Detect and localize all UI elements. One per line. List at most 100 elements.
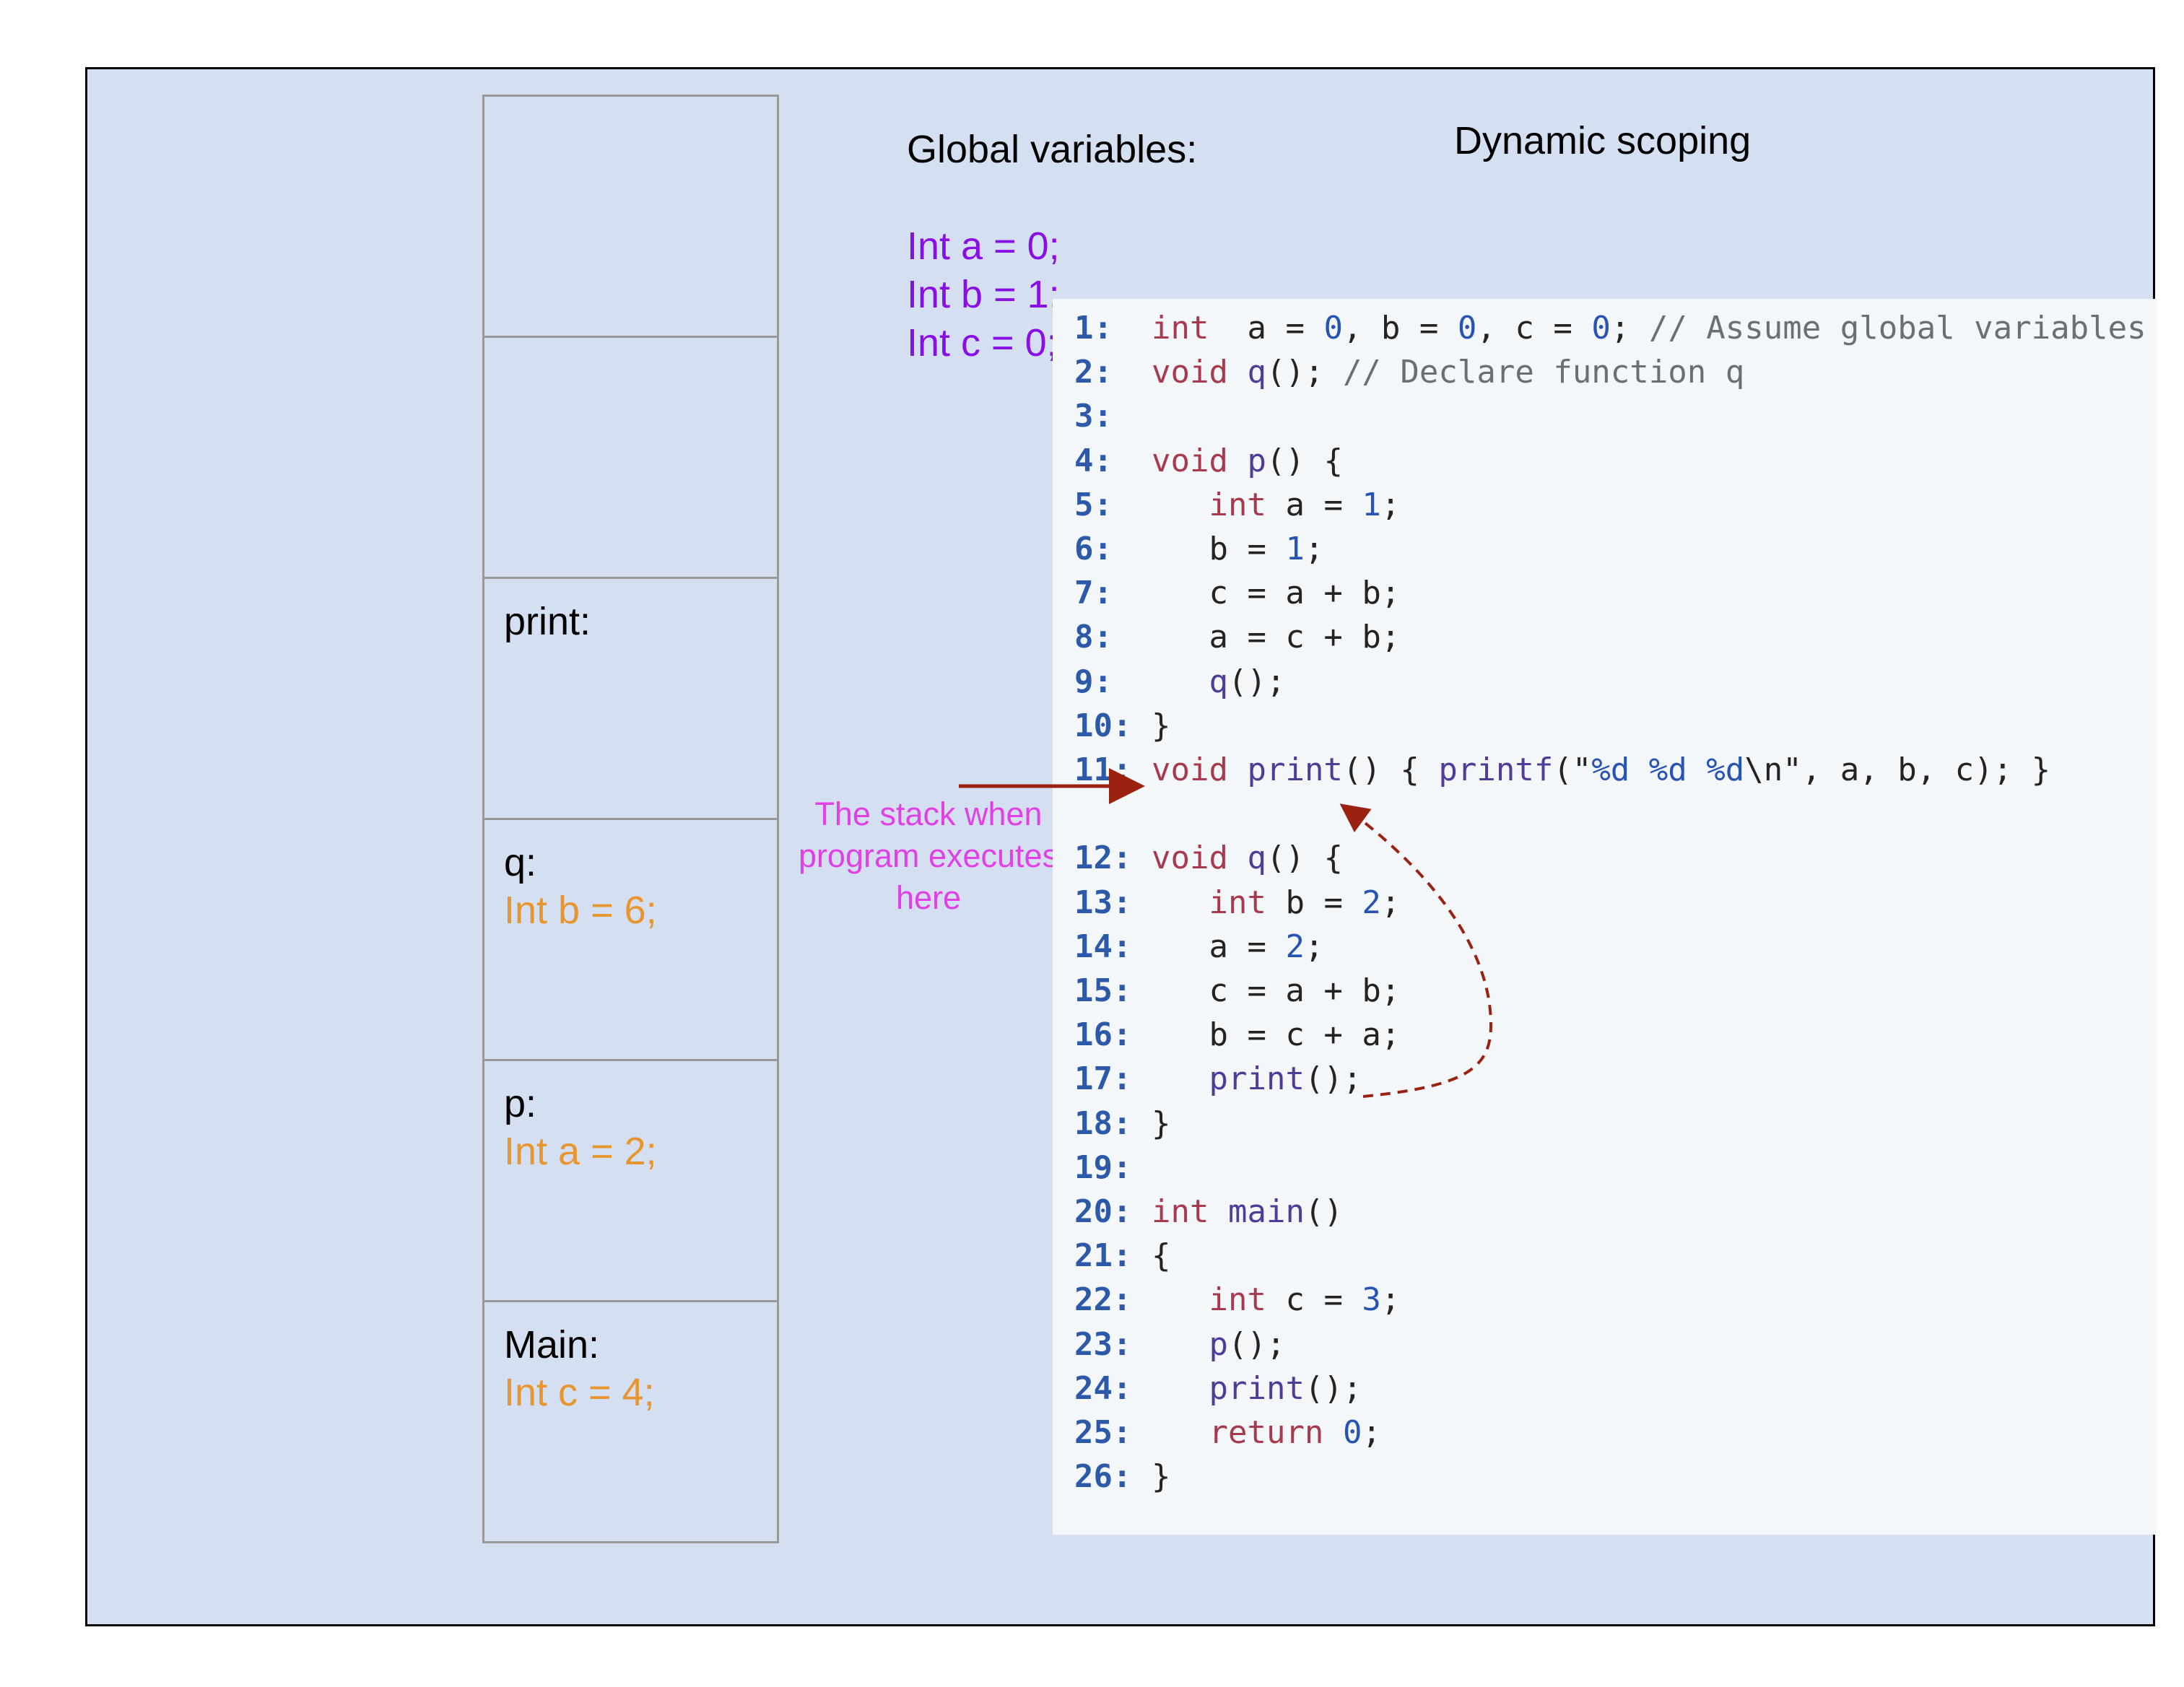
code-token [1630, 751, 1649, 788]
code-token: () [1304, 1193, 1343, 1230]
code-text: a = 2; [1152, 925, 1323, 969]
code-token: ; [1380, 1281, 1401, 1319]
code-token [1152, 1281, 1209, 1318]
code-token [1228, 751, 1248, 788]
code-token: , b = [1342, 310, 1458, 346]
line-number: 1: [1074, 310, 1113, 346]
code-token: c = a + b; [1152, 575, 1401, 612]
code-text: void p() { [1152, 440, 1343, 483]
stack-frame-main: Main: Int c = 4; [482, 1300, 779, 1543]
line-number: 16: [1074, 1016, 1132, 1054]
line-number: 23: [1074, 1325, 1132, 1363]
code-token [1209, 1193, 1228, 1230]
line-number: 20: [1074, 1193, 1132, 1230]
code-token: ; [1610, 310, 1649, 346]
code-token: () { [1342, 751, 1439, 788]
line-number: 3: [1074, 398, 1113, 435]
code-token: (); [1304, 1060, 1362, 1098]
code-text: return 0; [1152, 1411, 1381, 1455]
code-token: b = [1152, 531, 1286, 567]
code-token: 2 [1285, 928, 1305, 965]
code-token: { [1152, 1237, 1171, 1275]
code-token: int [1209, 1281, 1266, 1319]
code-text: c = a + b; [1152, 969, 1400, 1013]
frame-name: p: [504, 1082, 537, 1125]
code-token: () { [1266, 442, 1343, 479]
stack-frame-print: print: [482, 577, 779, 820]
code-token: 0 [1323, 310, 1343, 346]
code-token [1152, 487, 1209, 523]
code-text: b = 1; [1152, 528, 1323, 571]
code-token [1323, 1414, 1343, 1451]
code-text: int b = 2; [1152, 881, 1400, 925]
code-token: p [1247, 442, 1266, 479]
code-token: %d [1648, 751, 1687, 788]
code-token: (" [1553, 751, 1592, 788]
code-token: int [1152, 310, 1209, 346]
line-number: 6: [1074, 531, 1113, 567]
code-token: main [1227, 1193, 1305, 1230]
code-token: ; [1362, 1414, 1381, 1451]
code-text: print(); [1152, 1058, 1362, 1101]
line-number: 14: [1074, 928, 1132, 965]
line-number: 22: [1074, 1281, 1132, 1319]
line-number: 10: [1074, 707, 1132, 744]
code-panel: 1:int a = 0, b = 0, c = 0; // Assume glo… [1053, 299, 2157, 1535]
line-number: 11: [1074, 751, 1132, 788]
code-token: // Declare function q [1342, 354, 1745, 391]
global-var-c: Int c = 0; [907, 321, 1058, 365]
code-token [1687, 751, 1707, 788]
code-token [1152, 1370, 1209, 1407]
code-token: void [1152, 751, 1228, 788]
frame-variable: Int c = 4; [504, 1371, 655, 1414]
code-text: int c = 3; [1152, 1278, 1400, 1322]
line-number: 25: [1074, 1414, 1132, 1451]
frame-name: Main: [504, 1323, 600, 1366]
code-text: p(); [1152, 1323, 1285, 1366]
code-token: p [1209, 1325, 1228, 1363]
code-token: } [1152, 707, 1171, 744]
code-token: void [1152, 442, 1228, 479]
stack-annotation: The stack when program executes here [798, 795, 1059, 916]
code-token: // Assume global variables [1648, 310, 2146, 346]
code-token: printf [1438, 751, 1554, 788]
code-token: , c = [1476, 310, 1592, 346]
code-text: print(); [1152, 1367, 1362, 1411]
code-token: 3 [1362, 1281, 1381, 1319]
code-token [1228, 443, 1248, 479]
line-number: 18: [1074, 1104, 1132, 1142]
code-token: 2 [1362, 884, 1381, 921]
code-text: void q() { [1152, 837, 1343, 880]
code-token: print [1209, 1369, 1305, 1407]
code-text: int a = 1; [1152, 484, 1400, 527]
code-token: a = [1152, 928, 1286, 965]
code-token: (); [1227, 1325, 1286, 1363]
frame-name: q: [504, 841, 537, 884]
code-token [1228, 840, 1248, 876]
code-token: %d [1591, 751, 1630, 788]
code-token: void [1152, 354, 1228, 391]
code-text: int main() [1152, 1190, 1343, 1234]
code-text: void q(); // Declare function q [1152, 351, 1744, 394]
frame-variable: Int b = 6; [504, 889, 657, 932]
code-token: ; [1380, 884, 1401, 921]
code-token [1152, 1060, 1209, 1097]
line-number: 9: [1074, 663, 1113, 700]
code-token: , a, b, c); } [1801, 751, 2051, 788]
stack-frame-empty-2 [482, 336, 779, 579]
code-token: void [1152, 840, 1228, 877]
line-number: 26: [1074, 1458, 1132, 1496]
code-token: ; [1304, 928, 1324, 965]
line-number: 21: [1074, 1237, 1132, 1275]
code-token: b = [1266, 884, 1362, 921]
code-text: } [1152, 1455, 1171, 1499]
code-token: 0 [1342, 1414, 1362, 1451]
code-text: int a = 0, b = 0, c = 0; // Assume globa… [1152, 307, 2146, 350]
code-token: b = c + a; [1152, 1016, 1401, 1054]
frame-variable: Int a = 2; [504, 1130, 657, 1173]
line-number: 19: [1074, 1148, 1132, 1186]
code-token: a = [1209, 310, 1324, 346]
code-token: print [1247, 751, 1343, 788]
code-token: %d [1706, 751, 1745, 788]
line-number: 8: [1074, 619, 1113, 656]
